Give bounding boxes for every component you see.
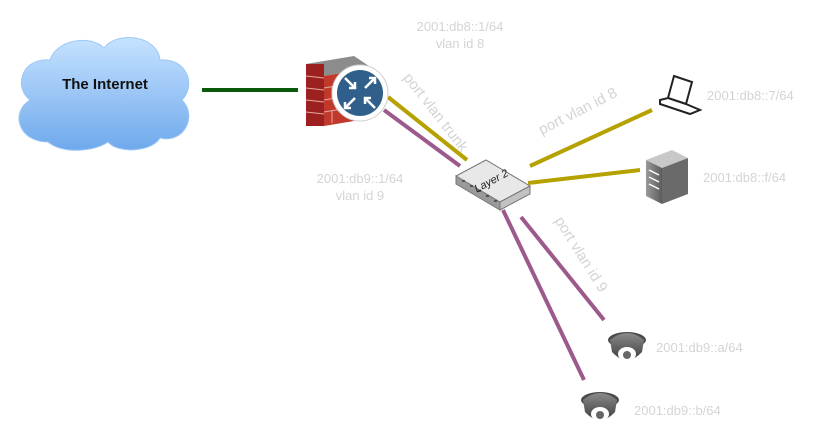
- server-icon: [646, 150, 688, 204]
- camera-a-link: [519, 215, 606, 322]
- internet-label: The Internet: [62, 76, 148, 93]
- laptop-address: 2001:db8::7/64: [707, 88, 794, 103]
- router-vlan8-id: vlan id 8: [435, 36, 485, 51]
- router-icon: [331, 64, 389, 122]
- router-address-vlan8: 2001:db8::1/64: [416, 19, 504, 34]
- router-address-vlan9: 2001:db9::1/64: [316, 171, 404, 186]
- internet-cloud-icon: [18, 37, 190, 151]
- trunk-link-vlan9: [382, 108, 462, 168]
- camera-a-icon: [608, 332, 646, 361]
- laptop-link: [529, 108, 653, 168]
- camera-b-address: 2001:db9::b/64: [634, 403, 721, 418]
- server-link: [527, 168, 641, 185]
- trunk-link-vlan8: [386, 95, 469, 162]
- laptop-icon: [659, 74, 703, 116]
- camera-b-link: [501, 209, 586, 381]
- router-vlan9-id: vlan id 9: [335, 188, 385, 203]
- server-address: 2001:db8::f/64: [703, 170, 787, 185]
- camera-a-address: 2001:db9::a/64: [656, 340, 743, 355]
- switch-icon: [454, 159, 532, 211]
- camera-b-icon: [581, 392, 619, 421]
